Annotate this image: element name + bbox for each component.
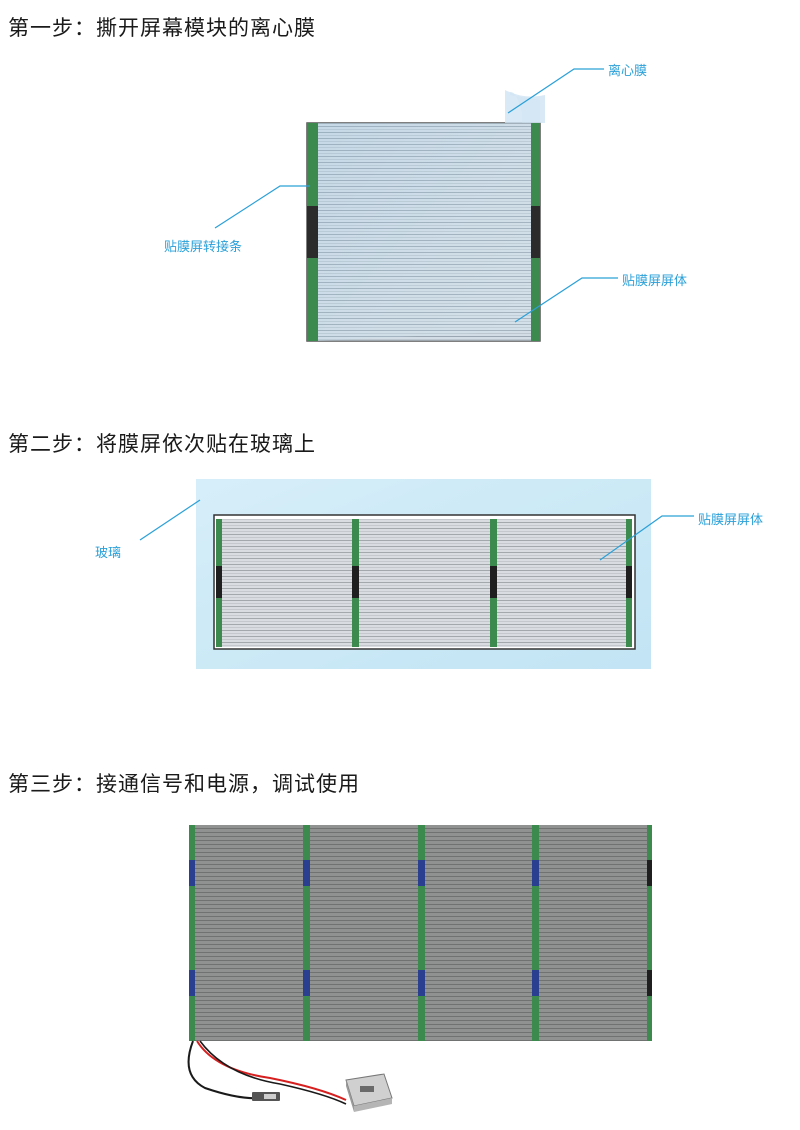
step1-title: 第一步：撕开屏幕模块的离心膜 (8, 16, 316, 40)
leader-screen-body-step1 (514, 277, 618, 323)
leader-release-film (507, 68, 604, 114)
leader-screen-body-step2 (599, 515, 694, 561)
leader-glass (139, 499, 201, 541)
label-adapter-strip: 贴膜屏转接条 (164, 240, 243, 255)
label-release-film: 离心膜 (608, 64, 648, 79)
step1-module (214, 68, 618, 342)
step1-right-connector (531, 206, 540, 258)
step3-controller-box (345, 1073, 393, 1112)
step3-power-cable-red (196, 1040, 347, 1101)
step2-title: 第二步：将膜屏依次贴在玻璃上 (8, 432, 316, 456)
step3-signal-cable (187, 1040, 263, 1100)
label-screen-body-step1: 贴膜屏屏体 (622, 274, 688, 289)
step3-panel-2 (306, 825, 419, 1041)
step2-panel-1 (218, 519, 355, 647)
step3-panel-1 (192, 825, 305, 1041)
leader-adapter-strip (214, 185, 310, 229)
step3-signal-adapter (252, 1092, 280, 1101)
label-glass: 玻璃 (95, 546, 122, 561)
label-screen-body-step2: 贴膜屏屏体 (698, 513, 764, 528)
step3-title: 第三步：接通信号和电源，调试使用 (8, 772, 360, 796)
step2-panel-2 (356, 519, 493, 647)
step3-panel-3 (421, 825, 534, 1041)
step1-left-connector (307, 206, 318, 258)
step3-power-cable-black (199, 1040, 347, 1105)
step3-strips (189, 825, 652, 1041)
step2-module (139, 479, 694, 669)
step3-panel-4 (535, 825, 651, 1041)
step2-panel-3 (494, 519, 631, 647)
step3-module (187, 825, 652, 1112)
step2-strips (216, 519, 632, 647)
step1-film-curl (505, 90, 545, 123)
